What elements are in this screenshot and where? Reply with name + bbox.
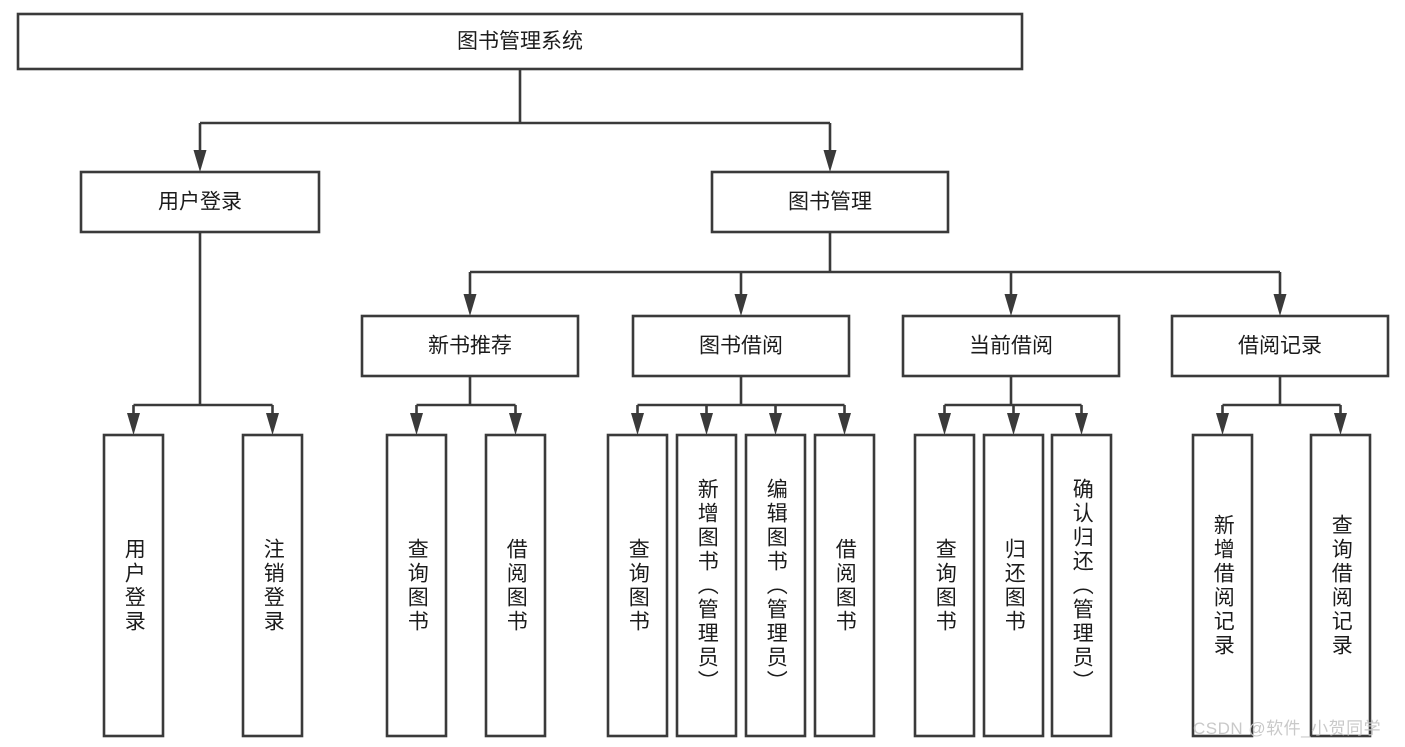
arrow-head-icon <box>1334 413 1347 435</box>
node-box-leaf-edit-book <box>744 433 807 738</box>
arrow-head-icon <box>463 294 477 316</box>
node-label-book-borrow: 图书借阅 <box>699 335 783 358</box>
node-box-leaf-query-book-2 <box>606 433 669 738</box>
node-box-leaf-confirm-return <box>1050 433 1113 738</box>
node-box-new-book-recommend <box>360 314 580 378</box>
node-box-book-manage <box>710 170 950 234</box>
node-box-user-login <box>79 170 321 234</box>
node-label-new-book-recommend: 新书推荐 <box>428 335 512 358</box>
node-box-leaf-query-borrow-record <box>1309 433 1372 738</box>
arrow-head-icon <box>1273 294 1287 316</box>
node-box-leaf-borrow-book-2 <box>813 433 876 738</box>
arrow-head-icon <box>631 413 644 435</box>
node-label-borrow-record: 借阅记录 <box>1238 335 1322 358</box>
node-box-layer <box>16 12 1390 738</box>
arrow-head-icon <box>823 150 837 172</box>
node-box-leaf-add-borrow-record <box>1191 433 1254 738</box>
node-box-leaf-query-book-1 <box>385 433 448 738</box>
node-box-leaf-logout-login <box>241 433 304 738</box>
arrow-head-icon <box>1216 413 1229 435</box>
csdn-watermark: CSDN @软件_小贺同学 <box>1193 719 1382 738</box>
arrow-head-icon <box>700 413 713 435</box>
node-label-root: 图书管理系统 <box>457 30 583 53</box>
node-label-current-borrow: 当前借阅 <box>969 335 1053 358</box>
node-box-leaf-user-login <box>102 433 165 738</box>
arrow-head-icon <box>193 150 207 172</box>
arrow-head-icon <box>266 413 279 435</box>
arrow-head-icon <box>1075 413 1088 435</box>
node-box-leaf-borrow-book-1 <box>484 433 547 738</box>
node-box-leaf-add-book <box>675 433 738 738</box>
connector-layer <box>127 69 1347 435</box>
arrow-head-icon <box>734 294 748 316</box>
arrow-head-icon <box>509 413 522 435</box>
node-box-leaf-query-book-3 <box>913 433 976 738</box>
node-box-current-borrow <box>901 314 1121 378</box>
arrow-head-icon <box>769 413 782 435</box>
arrow-head-icon <box>1004 294 1018 316</box>
node-box-root <box>16 12 1024 71</box>
node-box-borrow-record <box>1170 314 1390 378</box>
node-label-book-manage: 图书管理 <box>788 191 872 214</box>
arrow-head-icon <box>127 413 140 435</box>
node-box-book-borrow <box>631 314 851 378</box>
node-label-user-login: 用户登录 <box>158 191 242 214</box>
arrow-head-icon <box>838 413 851 435</box>
arrow-head-icon <box>410 413 423 435</box>
arrow-head-icon <box>938 413 951 435</box>
node-box-leaf-return-book <box>982 433 1045 738</box>
arrow-head-icon <box>1007 413 1020 435</box>
